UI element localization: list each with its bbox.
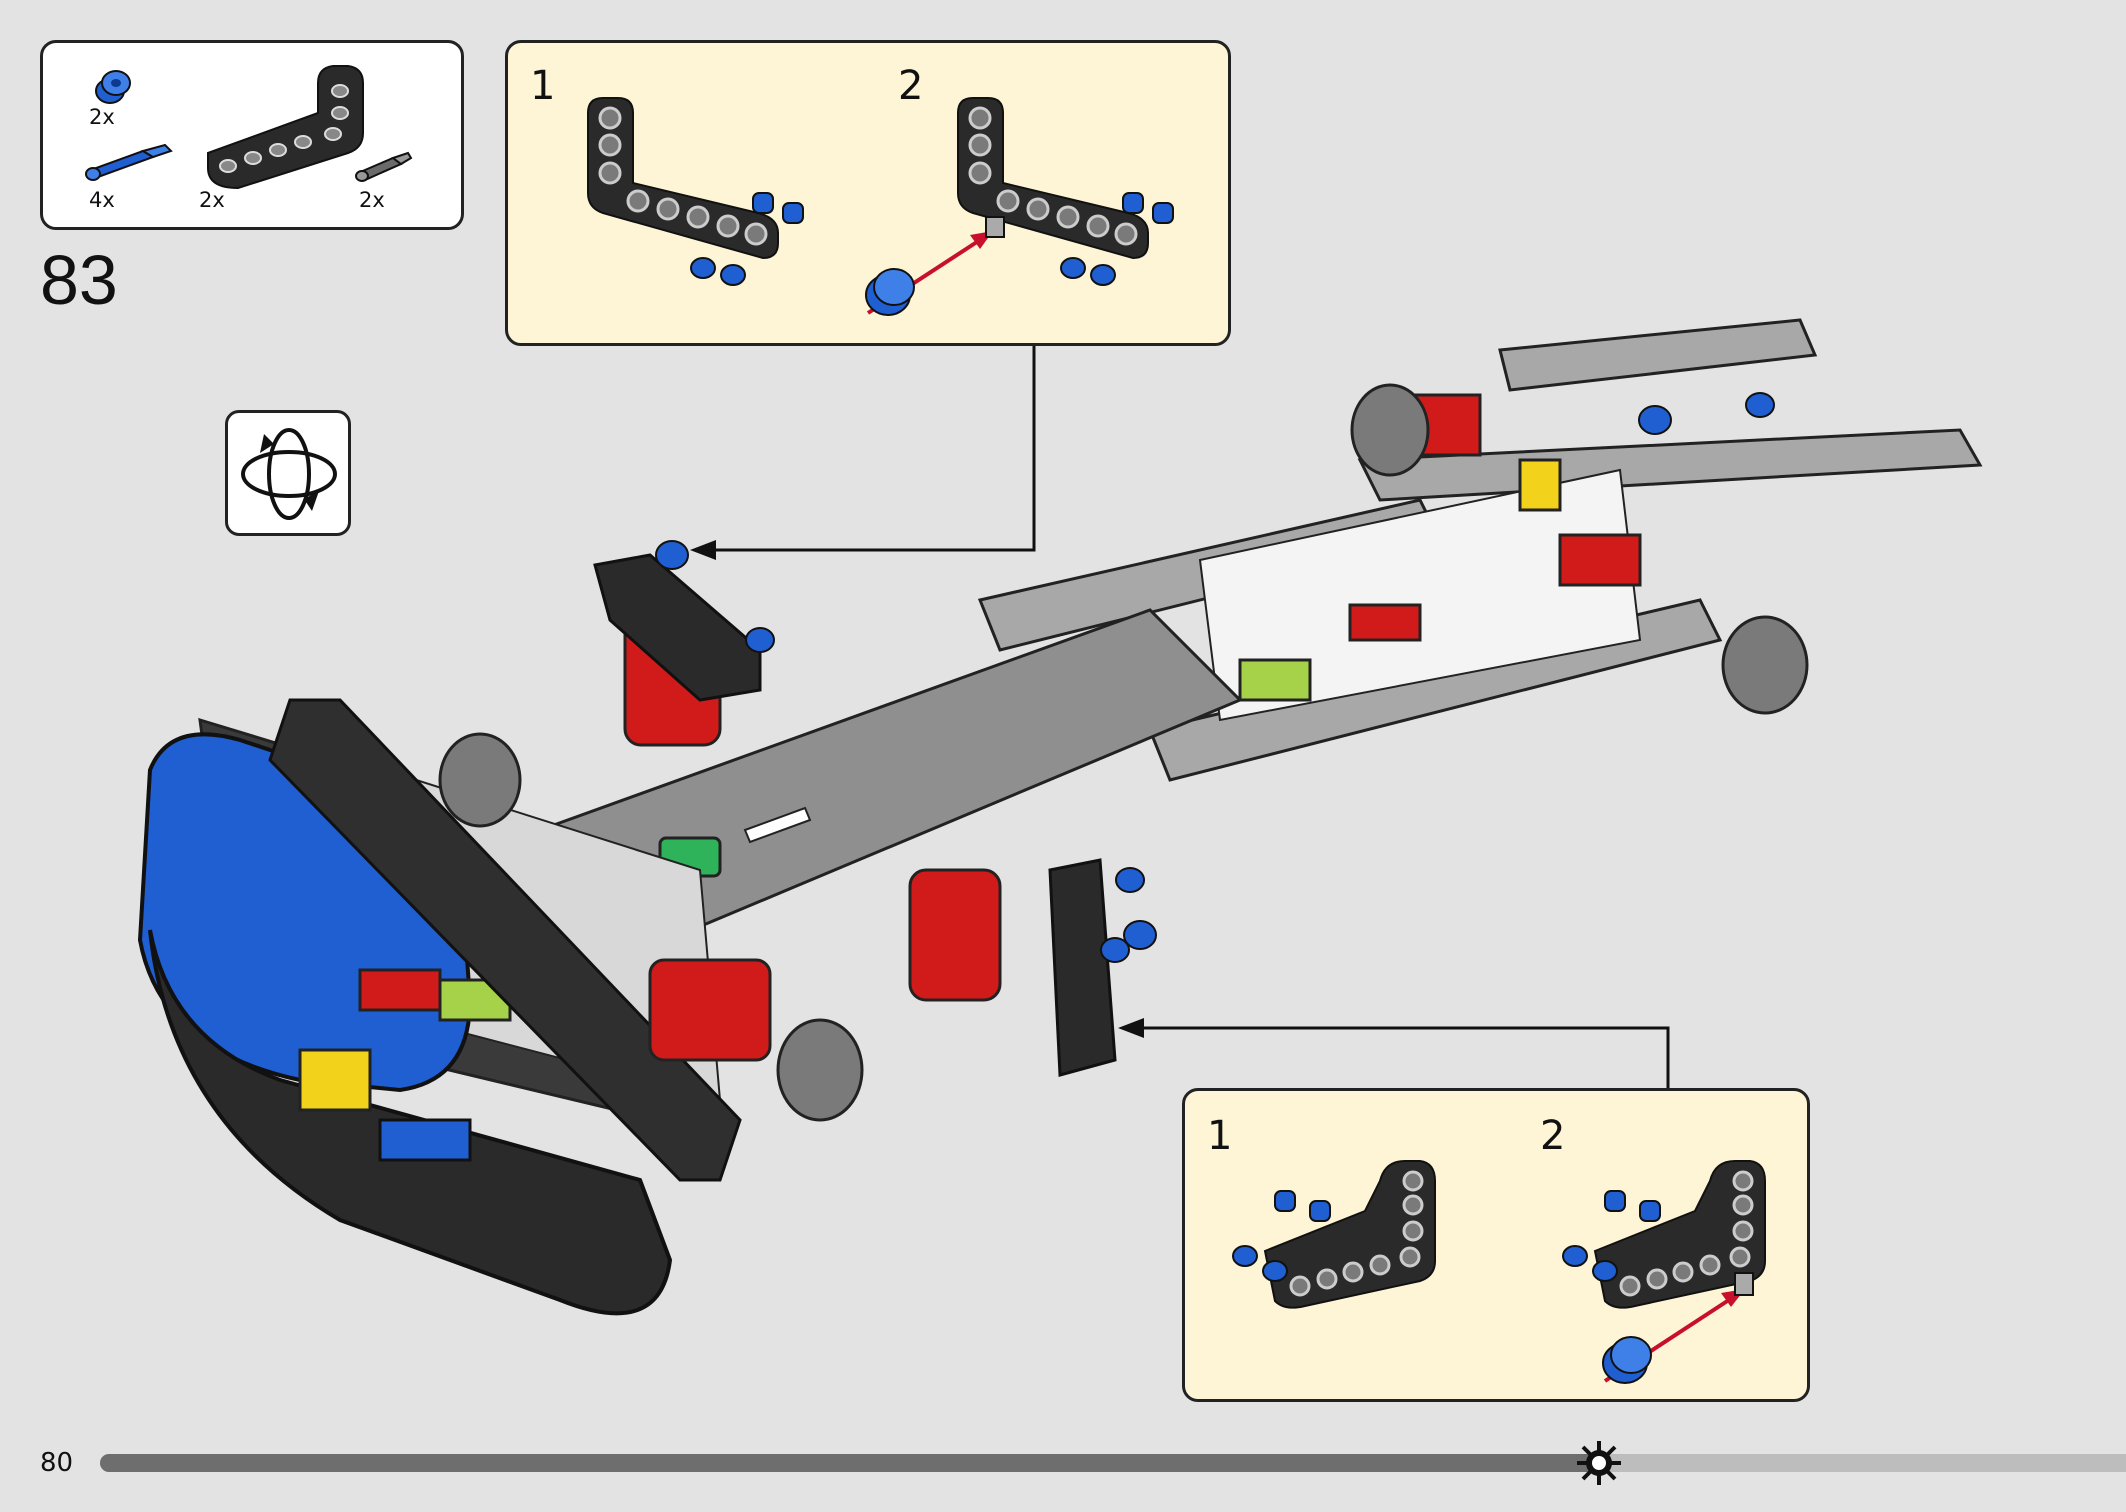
callout-bottom: 1 2 (1182, 1088, 1810, 1402)
black-l-beam-icon (207, 65, 364, 190)
l-beam-assembly-2 (957, 97, 1174, 286)
progress-gear-icon (1577, 1441, 1621, 1485)
callout-bottom-substep-1: 1 (1207, 1113, 1233, 1159)
blue-bushing-icon (95, 70, 131, 104)
callout-bottom-substep-2: 2 (1540, 1113, 1566, 1159)
l-beam-assembly-bottom-2 (1562, 1160, 1766, 1309)
rotate-model-box (225, 410, 351, 536)
parts-list-panel: 2x 4x 2x 2x (40, 40, 464, 230)
insert-arrow-top (865, 216, 1005, 316)
page-number: 80 (40, 1448, 74, 1478)
blue-axle-pin-icon (85, 143, 173, 181)
l-beam-assembly-bottom-1 (1232, 1160, 1436, 1309)
callout-top: 1 2 (505, 40, 1231, 346)
part-qty-bushing: 2x (89, 105, 115, 129)
callout-top-substep-2: 2 (898, 63, 924, 109)
progress-bar (100, 1454, 2126, 1472)
grey-axle-pin-icon (355, 151, 413, 182)
rotate-model-icon (241, 428, 337, 520)
step-number: 83 (40, 241, 118, 319)
part-qty-grey-pin: 2x (359, 188, 385, 212)
progress-fill (100, 1454, 1599, 1472)
insert-arrow-bottom (1602, 1272, 1754, 1384)
part-qty-axle-pin: 4x (89, 188, 115, 212)
callout-top-substep-1: 1 (530, 63, 556, 109)
l-beam-assembly-1 (587, 97, 804, 286)
part-qty-l-beam: 2x (199, 188, 225, 212)
